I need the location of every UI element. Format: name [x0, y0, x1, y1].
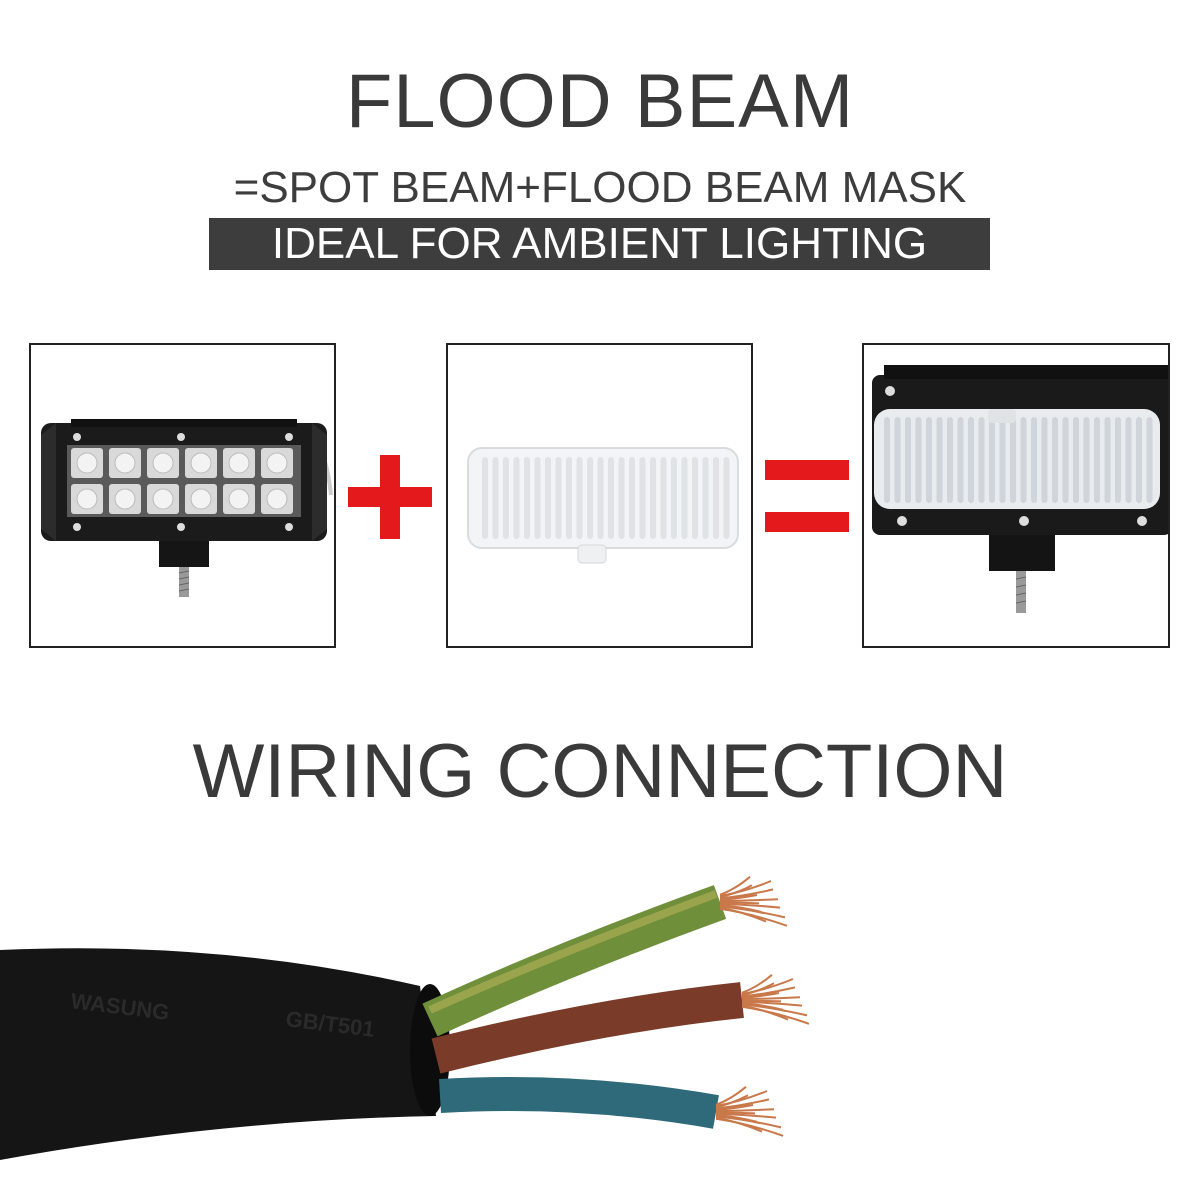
tagline-text: IDEAL FOR AMBIENT LIGHTING — [271, 219, 928, 268]
plus-icon — [348, 455, 432, 539]
wiring-title: WIRING CONNECTION — [192, 729, 1008, 814]
flood-beam-light-bar-panel — [862, 343, 1170, 648]
equals-icon — [765, 460, 849, 532]
wiring-cable-image: WASUNG GB/T501 — [0, 876, 810, 1160]
tagline-banner — [209, 218, 990, 270]
flood-beam-mask-image — [467, 447, 739, 564]
spot-beam-light-bar-image — [41, 419, 333, 597]
flood-beam-light-bar-image — [872, 365, 1168, 613]
flood-beam-mask-panel — [446, 343, 753, 648]
page-title: FLOOD BEAM — [345, 59, 855, 144]
spot-beam-light-bar-panel — [29, 343, 336, 648]
beam-formula: =SPOT BEAM+FLOOD BEAM MASK — [233, 163, 967, 212]
